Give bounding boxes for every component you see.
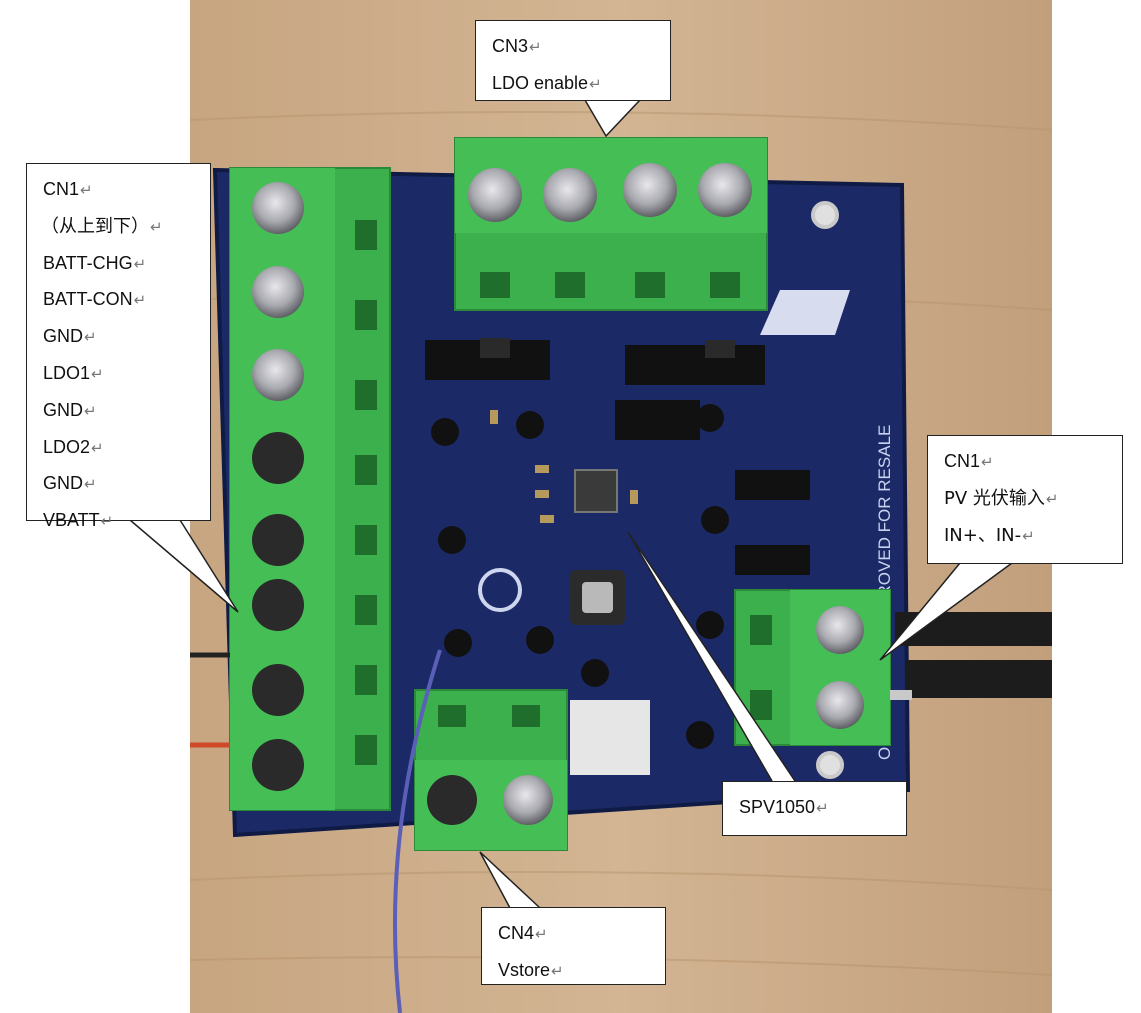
test-point: [686, 721, 714, 749]
return-mark: ↵: [589, 75, 602, 93]
board-photo: ONLY NOT FCC APPROVED FOR RESALE: [190, 0, 1052, 1013]
cn3-callout: CN3↵ LDO enable↵: [475, 20, 671, 101]
callout-label: Vstore: [498, 959, 551, 980]
test-point: [526, 626, 554, 654]
spv1050-callout: SPV1050↵: [722, 781, 907, 836]
return-mark: ↵: [1022, 527, 1035, 545]
terminal-block-cn1-right: [734, 589, 891, 746]
test-point: [516, 411, 544, 439]
callout-label: SPV1050: [739, 797, 816, 817]
return-mark: ↵: [133, 292, 147, 310]
cn1-right-callout: CN1↵ PV 光伏输入↵ IN+、IN-↵: [927, 435, 1123, 564]
callout-label: BATT-CHG: [43, 252, 133, 273]
callout-label: CN1: [944, 451, 981, 471]
test-point: [696, 611, 724, 639]
return-mark: ↵: [100, 513, 114, 531]
callout-label: IN+、IN-: [944, 524, 1022, 546]
jumper-header-j2: [735, 470, 810, 500]
return-mark: ↵: [80, 182, 93, 199]
callout-label: GND: [43, 399, 83, 420]
return-mark: ↵: [91, 439, 104, 457]
spv1050-chip: [574, 469, 618, 513]
purple-wire: [393, 649, 442, 1013]
return-mark: ↵: [91, 365, 104, 383]
return-mark: ↵: [535, 926, 548, 943]
board-logo: [478, 568, 522, 612]
return-mark: ↵: [1045, 490, 1059, 508]
return-mark: ↵: [84, 476, 97, 494]
rohs-label: [570, 700, 650, 775]
return-mark: ↵: [84, 329, 97, 347]
return-mark: ↵: [84, 402, 97, 420]
return-mark: ↵: [150, 218, 163, 236]
test-point: [444, 629, 472, 657]
jumper-header-sw2: [425, 338, 550, 380]
test-point: [438, 526, 466, 554]
terminal-block-cn3: [454, 137, 768, 311]
return-mark: ↵: [981, 454, 994, 471]
return-mark: ↵: [133, 255, 147, 273]
callout-label: CN3: [492, 36, 529, 56]
jumper-header-cn1: [735, 545, 810, 575]
st-logo: [760, 290, 850, 335]
callout-label: CN4: [498, 923, 535, 943]
jumper-header-sw1: [625, 340, 765, 385]
test-point: [581, 659, 609, 687]
callout-label: BATT-CON: [43, 289, 133, 310]
return-mark: ↵: [816, 800, 829, 817]
callout-label: VBATT: [43, 510, 100, 531]
return-mark: ↵: [529, 39, 542, 56]
mounting-hole: [816, 751, 844, 779]
callout-label: CN1: [43, 179, 80, 199]
terminal-block-cn1-left: [229, 167, 391, 811]
test-point: [696, 404, 724, 432]
callout-label: LDO1: [43, 362, 91, 383]
cn1-left-callout: CN1↵ （从上到下）↵ BATT-CHG↵ BATT-CON↵ GND↵ LD…: [26, 163, 211, 530]
callout-label: PV 光伏输入: [944, 487, 1045, 509]
callout-label: （从上到下）: [41, 215, 149, 237]
callout-label: LDO2: [43, 436, 91, 457]
callout-label: GND: [43, 473, 83, 494]
return-mark: ↵: [551, 962, 564, 980]
jumper-header-j3: [615, 400, 700, 440]
cn4-callout: CN4↵ Vstore↵: [481, 907, 666, 985]
callout-label: GND: [43, 326, 83, 347]
test-point: [701, 506, 729, 534]
mounting-hole: [811, 201, 839, 229]
callout-label: LDO enable: [492, 72, 589, 93]
test-point: [431, 418, 459, 446]
terminal-block-cn4: [414, 689, 568, 851]
